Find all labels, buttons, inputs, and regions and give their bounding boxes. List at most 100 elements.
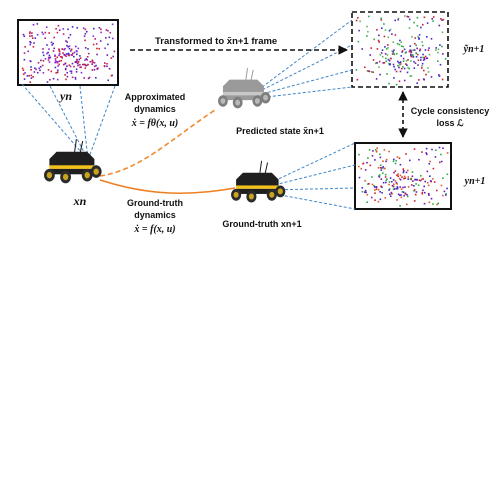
lidar-point	[402, 45, 405, 48]
lidar-point	[388, 29, 391, 32]
lidar-point	[423, 16, 426, 19]
lidar-point	[401, 67, 403, 70]
robot-wheel-hub	[62, 173, 69, 181]
lidar-point	[96, 47, 98, 50]
lidar-point	[378, 66, 380, 68]
lidar-point	[436, 189, 438, 192]
lidar-point	[422, 23, 424, 26]
lidar-point	[22, 33, 25, 36]
lidar-point	[75, 50, 78, 52]
lidar-point	[48, 54, 51, 57]
lidar-point	[385, 60, 388, 63]
cycle-consistency-label-1: Cycle consistency	[411, 106, 490, 116]
lidar-point	[84, 67, 87, 69]
lidar-point	[409, 49, 411, 51]
lidar-point	[47, 51, 49, 54]
lidar-point	[76, 27, 78, 29]
lidar-point	[52, 50, 55, 52]
lidar-point	[56, 61, 59, 63]
lidar-point	[378, 34, 380, 37]
lidar-point	[394, 180, 397, 182]
robot-wheel-hub	[254, 98, 260, 104]
lidar-point	[432, 167, 435, 170]
lidar-point	[55, 28, 57, 30]
lidar-point	[95, 43, 98, 45]
lidar-point	[394, 162, 397, 165]
lidar-point	[413, 189, 416, 191]
lidar-point	[366, 193, 369, 196]
lidar-point	[396, 156, 399, 158]
transform-label: Transformed to x̃n+1 frame	[155, 36, 277, 47]
lidar-point	[79, 66, 81, 69]
ray-gt-4	[269, 192, 356, 210]
lidar-point	[77, 61, 80, 63]
lidar-point	[104, 62, 106, 64]
lidar-point	[386, 178, 388, 180]
approx-dynamics-title-2: dynamics	[134, 104, 176, 114]
lidar-point	[417, 184, 420, 187]
lidar-point	[413, 200, 416, 202]
lidar-point	[380, 178, 383, 180]
lidar-point	[394, 34, 397, 36]
lidar-point	[416, 179, 418, 181]
lidar-point	[41, 31, 43, 34]
lidar-point	[372, 150, 374, 152]
lidar-point	[424, 55, 427, 58]
lidar-point	[420, 59, 422, 61]
lidar-point	[379, 156, 382, 159]
lidar-point	[381, 167, 383, 169]
lidar-point	[415, 52, 418, 55]
ground-truth-state-label: Ground-truth xn+1	[222, 219, 301, 229]
lidar-point	[432, 20, 434, 22]
lidar-point	[54, 61, 56, 64]
lidar-point	[404, 186, 406, 188]
lidar-point	[380, 169, 383, 171]
lidar-point	[75, 68, 78, 71]
lidar-point	[58, 48, 60, 50]
lidar-point	[79, 57, 82, 59]
lidar-point	[405, 60, 408, 62]
lidar-point	[401, 51, 403, 53]
lidar-point	[32, 46, 35, 48]
lidar-point	[86, 59, 88, 61]
lidar-point	[428, 201, 431, 204]
lidar-point	[420, 175, 422, 177]
lidar-point	[374, 199, 376, 201]
lidar-point	[395, 83, 398, 86]
lidar-point	[435, 49, 437, 51]
lidar-point	[385, 57, 387, 60]
lidar-point	[425, 147, 428, 150]
robot-stripe	[49, 165, 95, 169]
lidar-point	[391, 33, 393, 35]
lidar-point	[388, 62, 390, 65]
lidar-point	[46, 52, 48, 55]
lidar-point	[52, 77, 55, 80]
lidar-point	[438, 74, 440, 76]
lidar-point	[371, 183, 374, 186]
lidar-point	[359, 20, 361, 23]
lidar-point	[48, 61, 51, 63]
lidar-point	[66, 65, 68, 67]
lidar-point	[66, 41, 68, 43]
lidar-point	[36, 23, 39, 25]
robot-wheel-hub	[269, 191, 275, 198]
lidar-point	[31, 35, 33, 37]
lidar-point	[419, 179, 422, 182]
lidar-point	[443, 190, 446, 193]
lidar-point	[400, 196, 403, 199]
lidar-point	[445, 194, 447, 196]
lidar-point	[418, 179, 421, 182]
lidar-point	[423, 56, 425, 59]
lidar-point	[98, 47, 100, 50]
lidar-point	[367, 183, 369, 185]
lidar-point	[367, 31, 369, 33]
lidar-point	[402, 57, 405, 60]
lidar-point	[92, 43, 95, 46]
lidar-point	[378, 175, 380, 177]
lidar-point	[68, 45, 71, 47]
lidar-point	[396, 186, 399, 188]
lidar-point	[95, 77, 97, 79]
lidar-point	[384, 173, 387, 176]
lidar-point	[87, 63, 89, 66]
